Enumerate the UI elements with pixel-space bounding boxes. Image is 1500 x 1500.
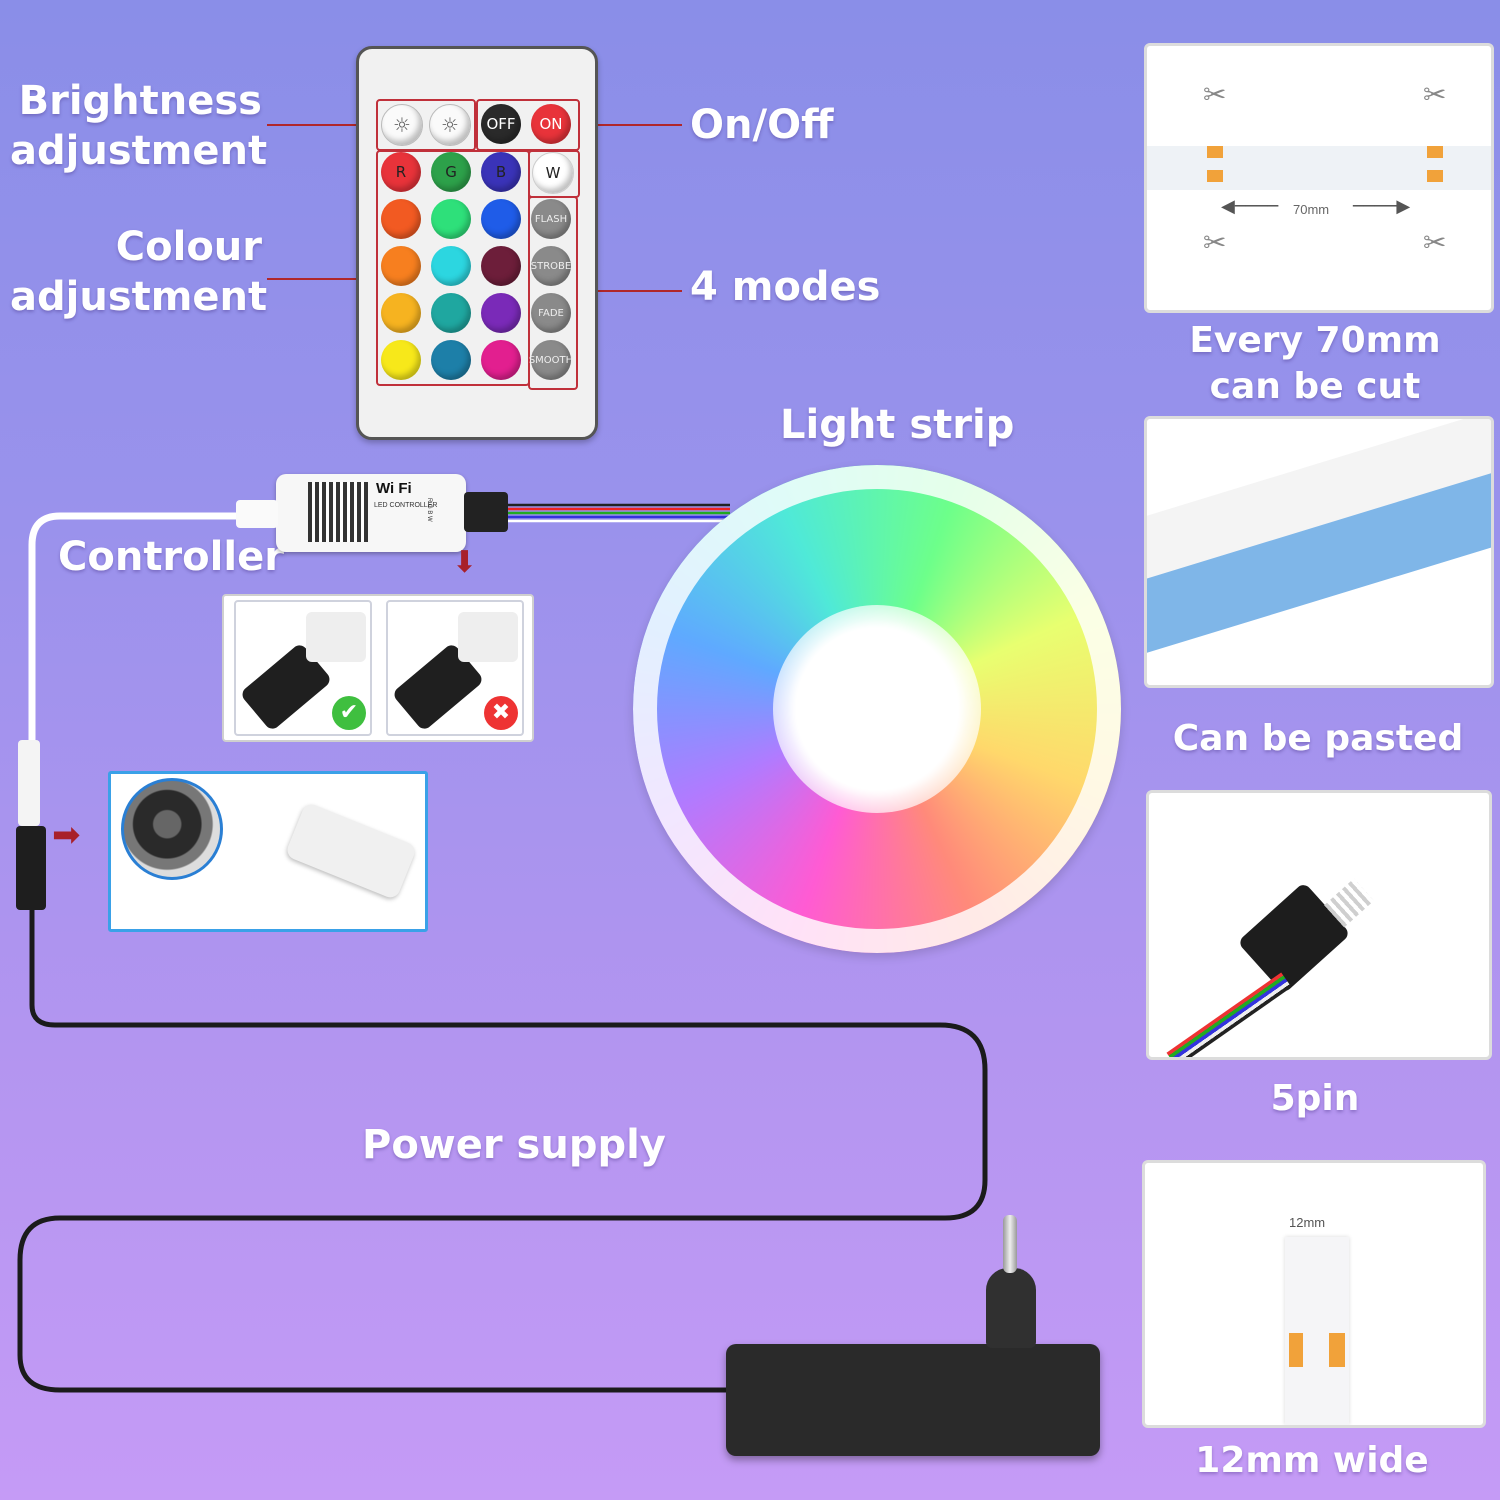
controller-label: Controller <box>58 534 284 580</box>
light-strip-label: Light strip <box>780 402 1015 448</box>
down-arrow-icon: ⬇ <box>452 545 478 580</box>
four-modes-label: 4 modes <box>690 264 881 310</box>
smooth-mode-button[interactable]: SMOOTH <box>529 340 573 380</box>
colour-leader <box>267 278 375 280</box>
modes-group-box <box>528 196 578 390</box>
cut-measure: 70mm <box>1293 202 1330 217</box>
cut-panel: ✂ ✂ ✂ ✂ ◀──── 70mm ────▶ <box>1144 43 1494 313</box>
cut-pad <box>1207 170 1223 182</box>
colour-label: Colour adjustment <box>10 222 268 322</box>
colour-button[interactable] <box>481 340 521 380</box>
left-arrow-icon: ◀──── <box>1221 196 1279 217</box>
pin-panel <box>1146 790 1492 1060</box>
controller-socket <box>464 492 508 532</box>
brightness-leader <box>267 124 377 126</box>
four-modes-leader <box>577 290 682 292</box>
cut-pad <box>1427 146 1443 158</box>
paste-label: Can be pasted <box>1172 718 1464 759</box>
red-button[interactable]: R <box>381 152 421 192</box>
dc-socket-closeup <box>284 801 418 901</box>
strip-pad <box>1329 1333 1345 1367</box>
off-button[interactable]: OFF <box>481 104 521 144</box>
on-off-label: On/Off <box>690 102 834 148</box>
colour-button[interactable] <box>431 246 471 286</box>
strip-closeup <box>1285 1237 1349 1425</box>
width-label: 12mm wide <box>1195 1440 1429 1481</box>
colour-button[interactable] <box>481 293 521 333</box>
check-icon: ✔ <box>332 696 366 730</box>
reel-hub <box>773 605 981 813</box>
colour-label-line2: adjustment <box>10 274 268 320</box>
cut-pad <box>1207 146 1223 158</box>
flash-mode-button[interactable]: FLASH <box>531 199 571 239</box>
correct-connection-thumb: ✔ <box>234 600 372 736</box>
colour-button[interactable] <box>381 293 421 333</box>
pin-wires <box>1166 972 1292 1057</box>
colour-button[interactable] <box>481 199 521 239</box>
scissors-icon: ✂ <box>1423 78 1447 111</box>
brightness-label-line2: adjustment <box>10 128 268 174</box>
power-adapter <box>726 1344 1100 1456</box>
brightness-label: Brightness adjustment <box>10 76 268 176</box>
dc-connector-panel <box>108 771 428 932</box>
pin-label: 5pin <box>1270 1078 1360 1119</box>
green-button[interactable]: G <box>431 152 471 192</box>
cut-label-line2: can be cut <box>1209 366 1421 407</box>
controller-brand: Wi Fi <box>376 480 412 497</box>
fade-mode-button[interactable]: FADE <box>531 293 571 333</box>
light-strip-reel <box>633 465 1121 953</box>
right-arrow-icon: ➡ <box>52 815 81 855</box>
brightness-down-button[interactable]: ☼ <box>429 104 471 146</box>
sun-dim-icon: ☼ <box>441 113 459 137</box>
paste-panel <box>1144 416 1494 688</box>
scissors-icon: ✂ <box>1423 226 1447 259</box>
qr-code <box>308 482 368 542</box>
blue-button[interactable]: B <box>481 152 521 192</box>
colour-button[interactable] <box>431 340 471 380</box>
strobe-mode-button[interactable]: STROBE <box>531 246 571 286</box>
colour-button[interactable] <box>431 199 471 239</box>
on-button[interactable]: ON <box>531 104 571 144</box>
dc-plug <box>16 826 46 910</box>
wrong-connection-thumb: ✖ <box>386 600 524 736</box>
on-off-leader <box>575 124 682 126</box>
colour-button[interactable] <box>381 199 421 239</box>
power-supply-label: Power supply <box>362 1122 666 1168</box>
brightness-up-button[interactable]: ☼ <box>381 104 423 146</box>
width-panel: 12mm <box>1142 1160 1486 1428</box>
colour-button[interactable] <box>481 246 521 286</box>
width-measure: 12mm <box>1289 1215 1326 1230</box>
sun-icon: ☼ <box>393 113 411 137</box>
scissors-icon: ✂ <box>1203 226 1227 259</box>
wifi-controller: Wi Fi LED CONTROLLER R G B W <box>276 474 466 552</box>
brightness-label-line1: Brightness <box>18 78 262 124</box>
colour-button[interactable] <box>431 293 471 333</box>
power-adapter-plug <box>986 1268 1036 1348</box>
strip-pad <box>1289 1333 1303 1367</box>
dc-jack <box>18 740 40 826</box>
cut-label-line1: Every 70mm <box>1189 320 1441 361</box>
controller-subtitle: LED CONTROLLER <box>374 502 438 509</box>
white-button[interactable]: W <box>532 152 574 194</box>
colour-button[interactable] <box>381 340 421 380</box>
cut-pad <box>1427 170 1443 182</box>
remote-control: ☼ ☼ OFF ON R G B W FLASH STROBE FADE SMO… <box>356 46 598 440</box>
dc-plug-closeup <box>121 778 223 880</box>
controller-plug <box>236 500 278 528</box>
colour-label-line1: Colour <box>115 224 262 270</box>
right-arrow-icon: ────▶ <box>1353 196 1411 217</box>
cut-label: Every 70mm can be cut <box>1140 318 1490 410</box>
plug-pin <box>1003 1215 1017 1273</box>
controller-pins: R G B W <box>426 498 432 522</box>
cross-icon: ✖ <box>484 696 518 730</box>
scissors-icon: ✂ <box>1203 78 1227 111</box>
colour-button[interactable] <box>381 246 421 286</box>
